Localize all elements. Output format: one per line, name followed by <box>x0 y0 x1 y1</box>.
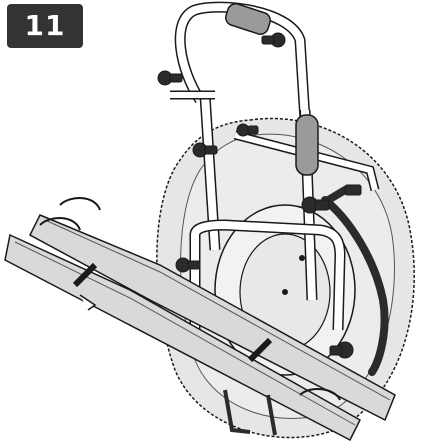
handle-padding <box>225 3 271 35</box>
mast-padding <box>295 114 319 176</box>
knob-upper-right <box>261 32 286 48</box>
knob-strap-end <box>344 184 362 196</box>
knob-lower-left <box>175 257 201 273</box>
knob-mid-left <box>192 142 218 158</box>
step-number-badge: 11 <box>7 4 83 48</box>
knob-lower-right <box>329 341 354 359</box>
knob-upper-left <box>157 70 183 86</box>
lower-straps <box>223 389 277 436</box>
wheel-rails <box>4 197 396 442</box>
tightening-knobs <box>157 32 362 359</box>
knob-side-arm <box>236 123 259 137</box>
knob-mast <box>301 196 330 214</box>
